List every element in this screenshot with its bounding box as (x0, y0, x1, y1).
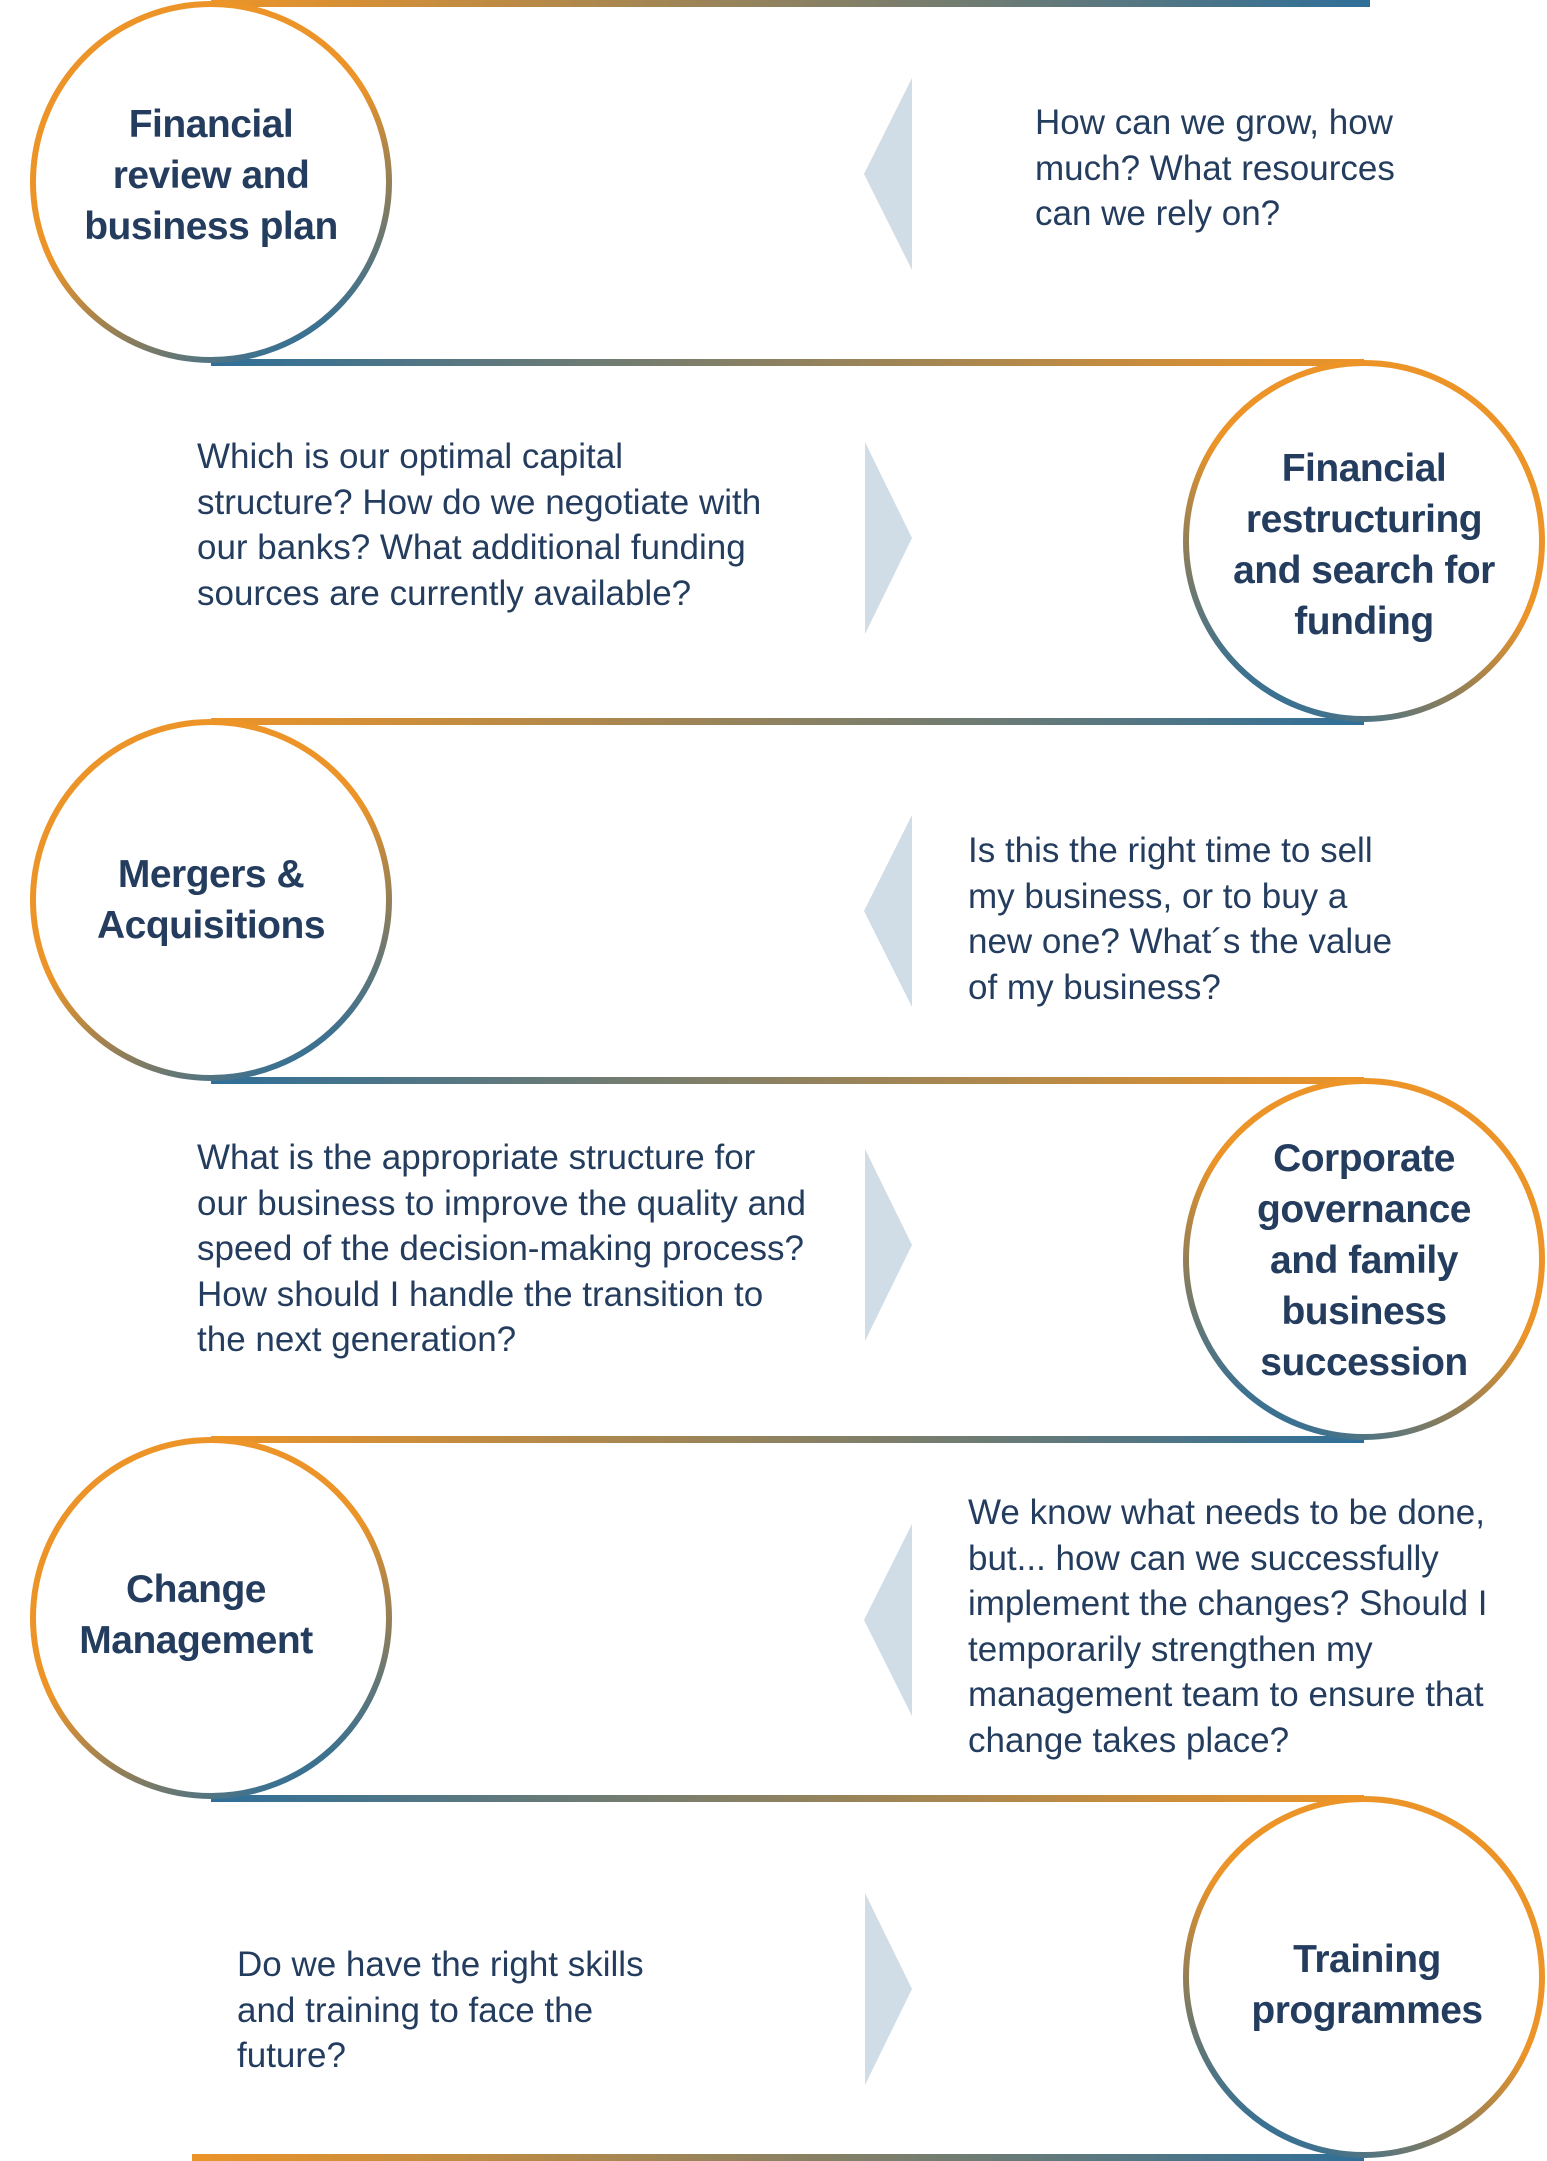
arrow-left-icon (864, 815, 912, 1007)
step-title: Financial restructuring and search for f… (1233, 447, 1495, 643)
step-title: Change Management (79, 1568, 313, 1662)
connector-line-0 (211, 0, 1370, 7)
arrow-right-icon (865, 442, 912, 634)
step-circle-4 (30, 1437, 392, 1799)
step-question: Is this the right time to sell my busine… (968, 831, 1393, 1007)
connector-line-1 (211, 359, 1364, 366)
step-title: Corporate governance and family business… (1257, 1136, 1471, 1384)
step-circle-2 (30, 719, 392, 1081)
step-question: What is the appropriate structure for ou… (197, 1138, 806, 1359)
step-circle-1 (1183, 360, 1545, 722)
step-circle-0 (30, 1, 392, 363)
arrow-right-icon (865, 1149, 912, 1341)
step-title: Mergers & Acquisitions (96, 853, 326, 947)
step-question: We know what needs to be done, but... ho… (968, 1493, 1488, 1760)
step-question: Do we have the right skills and training… (237, 1945, 644, 2075)
connector-line-6 (192, 2154, 1364, 2161)
arrow-left-icon (864, 78, 912, 270)
connector-line-2 (211, 718, 1364, 725)
step-title: Financial review and business plan (84, 102, 338, 248)
connector-line-3 (211, 1077, 1364, 1084)
step-title: Training programmes (1251, 1938, 1483, 2032)
step-circle-3 (1183, 1078, 1545, 1440)
step-question: How can we grow, how much? What resource… (1035, 103, 1395, 233)
step-circle-5 (1183, 1796, 1545, 2158)
arrow-left-icon (864, 1524, 912, 1716)
step-question: Which is our optimal capital structure? … (197, 437, 762, 613)
connector-line-4 (211, 1436, 1364, 1443)
connector-line-5 (211, 1795, 1364, 1802)
arrow-right-icon (865, 1893, 912, 2085)
